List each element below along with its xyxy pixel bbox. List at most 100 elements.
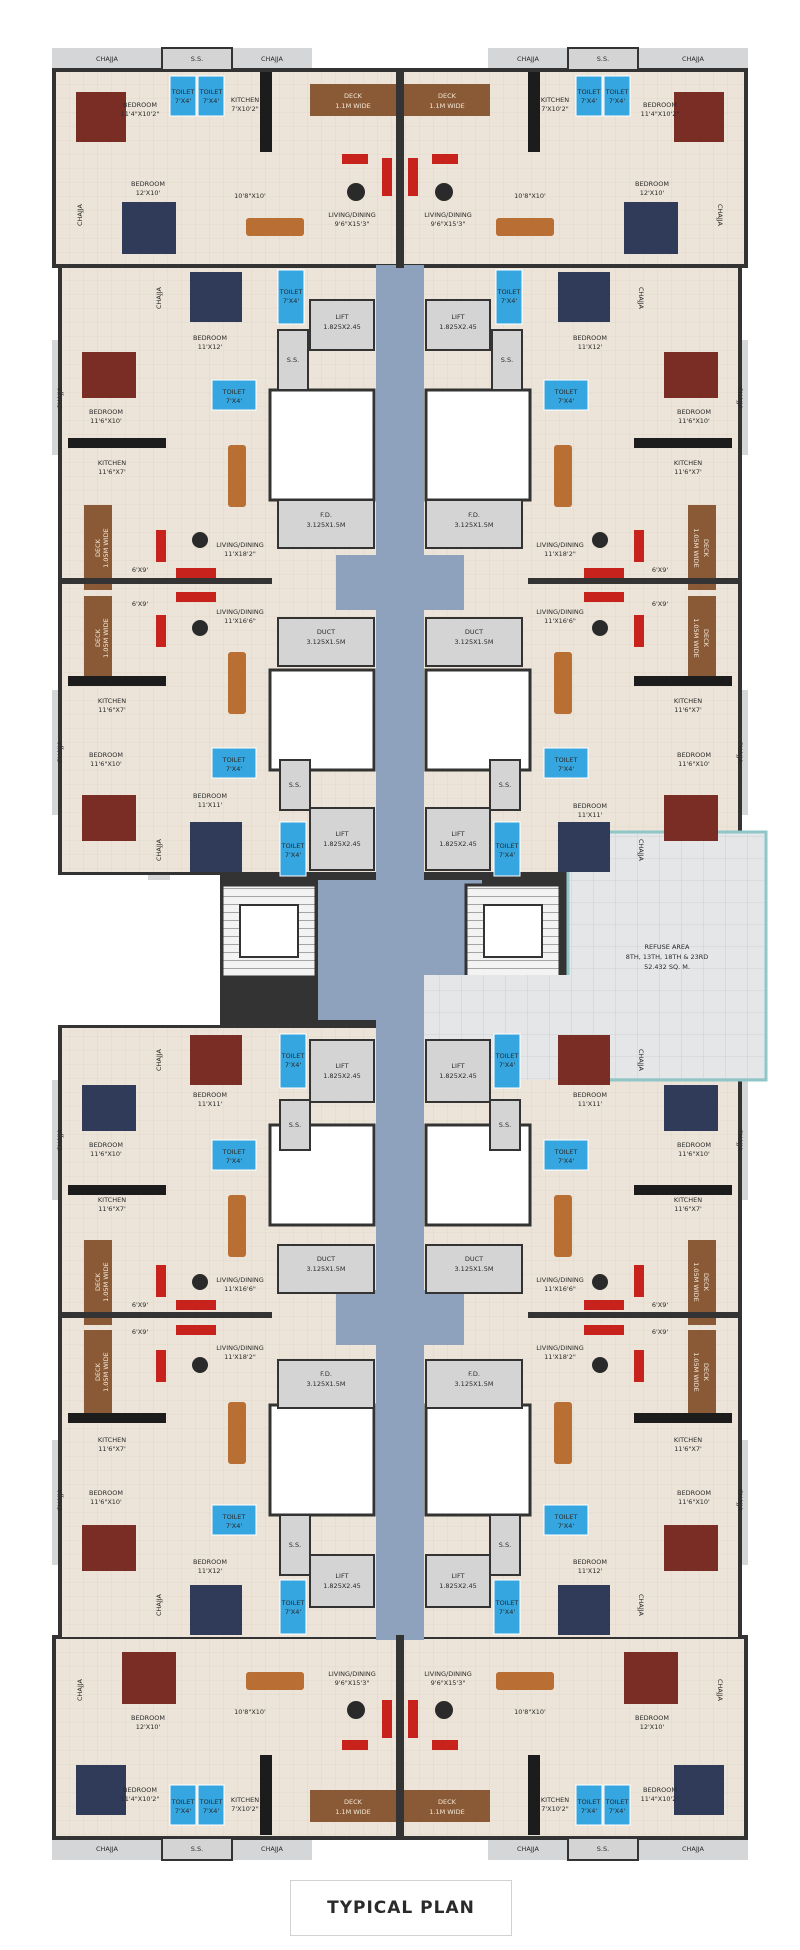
- dimension-label: 10'8"X10': [514, 192, 546, 200]
- room-size: 11'X12': [198, 1567, 223, 1575]
- dining-table-icon: [496, 1672, 554, 1690]
- ss-label: S.S.: [499, 1541, 511, 1549]
- toilet-size: 7'X4': [175, 97, 192, 105]
- lift-size: 1.825X2.45: [323, 840, 361, 848]
- room-size: 7'X10'2": [541, 1805, 569, 1813]
- room-size: 11'X11': [578, 811, 603, 819]
- toilet-label: TOILET: [222, 1513, 246, 1521]
- plant-icon: [592, 532, 608, 548]
- room-size: 12'X10': [136, 189, 161, 197]
- deck-size: 1.05M WIDE: [102, 618, 110, 658]
- room-size: 11'X18'2": [544, 1353, 576, 1361]
- duct-label: DUCT: [317, 1255, 335, 1263]
- toilet-label: TOILET: [554, 1513, 578, 1521]
- room-label: BEDROOM: [131, 180, 165, 188]
- deck-size: 1.1M WIDE: [335, 1808, 370, 1816]
- chajja-label: CHAJJA: [155, 1593, 163, 1616]
- room-size: 11'6"X10': [678, 760, 710, 768]
- deck-size: 1.05M WIDE: [692, 1262, 700, 1302]
- unit-dividers: [62, 68, 738, 1840]
- chajja-label: CHAJJA: [682, 55, 705, 63]
- ss-label: S.S.: [501, 356, 513, 364]
- room-size: 11'6"X7': [98, 468, 126, 476]
- toilet-label: TOILET: [495, 1052, 519, 1060]
- toilet-size: 7'X4': [609, 1807, 626, 1815]
- lift-size: 1.825X2.45: [439, 1072, 477, 1080]
- room-size: 11'4"X10'2": [121, 1795, 160, 1803]
- toilet-label: TOILET: [605, 88, 629, 96]
- plan-title-box: TYPICAL PLAN: [290, 1880, 512, 1936]
- room-label: LIVING/DINING: [216, 608, 264, 616]
- room-size: 11'6"X7': [674, 468, 702, 476]
- toilet-size: 7'X4': [203, 1807, 220, 1815]
- room-label: BEDROOM: [573, 1091, 607, 1099]
- chajja-label: CHAJJA: [637, 1049, 645, 1072]
- room-label: LIVING/DINING: [536, 541, 584, 549]
- ss-label: S.S.: [289, 781, 301, 789]
- bed-red-icon: [82, 1525, 136, 1571]
- room-size: 11'6"X10': [678, 1498, 710, 1506]
- sofa-icon: [634, 530, 644, 562]
- toilet-size: 7'X4': [203, 97, 220, 105]
- toilet-label: TOILET: [281, 1599, 305, 1607]
- deck-label: DECK: [702, 629, 710, 648]
- room-size: 11'6"X7': [674, 706, 702, 714]
- lift-label: LIFT: [451, 830, 464, 838]
- sofa-icon: [382, 1700, 392, 1738]
- chajja-label: CHAJJA: [155, 286, 163, 309]
- fd-label: F.D.: [320, 1370, 332, 1378]
- toilet-size: 7'X4': [499, 1061, 516, 1069]
- sofa-icon: [156, 615, 166, 647]
- room-label: KITCHEN: [674, 1436, 702, 1444]
- fd-label: F.D.: [468, 511, 480, 519]
- toilet-label: TOILET: [554, 756, 578, 764]
- dimension-label: 6'X9': [652, 1328, 669, 1336]
- chajja-label: CHAJJA: [637, 839, 645, 862]
- toilet-size: 7'X4': [609, 97, 626, 105]
- dimension-label: 10'8"X10': [514, 1708, 546, 1716]
- dimension-label: 6'X9': [652, 1301, 669, 1309]
- chajja-label: CHAJJA: [261, 55, 284, 63]
- sofa-icon: [342, 154, 368, 164]
- room-label: KITCHEN: [231, 1796, 259, 1804]
- chajja-label: CHAJJA: [261, 1845, 284, 1853]
- room-label: BEDROOM: [89, 1141, 123, 1149]
- room-size: 11'X11': [198, 1100, 223, 1108]
- room-label: KITCHEN: [674, 1196, 702, 1204]
- chajja-label: CHAJJA: [56, 1488, 64, 1511]
- toilet-size: 7'X4': [499, 1608, 516, 1616]
- toilet-label: TOILET: [577, 1798, 601, 1806]
- room-label: BEDROOM: [635, 180, 669, 188]
- room-label: BEDROOM: [193, 1558, 227, 1566]
- room-label: BEDROOM: [677, 751, 711, 759]
- ss-label: S.S.: [289, 1541, 301, 1549]
- toilet-size: 7'X4': [226, 765, 243, 773]
- room-label: BEDROOM: [89, 1489, 123, 1497]
- plant-icon: [592, 1274, 608, 1290]
- fd-size: 3.125X1.5M: [306, 1380, 345, 1388]
- room-size: 9'6"X15'3": [335, 220, 370, 228]
- deck-size: 1.05M WIDE: [102, 1352, 110, 1392]
- dining-table-icon: [496, 218, 554, 236]
- lift-label: LIFT: [335, 1062, 348, 1070]
- lift-label: LIFT: [335, 830, 348, 838]
- room-label: BEDROOM: [193, 334, 227, 342]
- toilet-label: TOILET: [495, 842, 519, 850]
- chajja-label: CHAJJA: [736, 1489, 744, 1512]
- toilet-size: 7'X4': [226, 1522, 243, 1530]
- bed-red-icon: [82, 795, 136, 841]
- service-boxes: [161, 47, 639, 1861]
- room-size: 11'6"X10': [90, 1150, 122, 1158]
- dimension-label: 6'X9': [132, 566, 149, 574]
- ss-label: S.S.: [287, 356, 299, 364]
- dining-table-icon: [228, 1195, 246, 1257]
- dimension-label: 6'X9': [652, 566, 669, 574]
- toilet-size: 7'X4': [581, 97, 598, 105]
- bed-blue-icon: [82, 1085, 136, 1131]
- room-size: 9'6"X15'3": [431, 220, 466, 228]
- toilet-size: 7'X4': [581, 1807, 598, 1815]
- bed-red-icon: [664, 795, 718, 841]
- plant-icon: [435, 1701, 453, 1719]
- room-size: 7'X10'2": [231, 105, 259, 113]
- room-size: 11'6"X7': [98, 1445, 126, 1453]
